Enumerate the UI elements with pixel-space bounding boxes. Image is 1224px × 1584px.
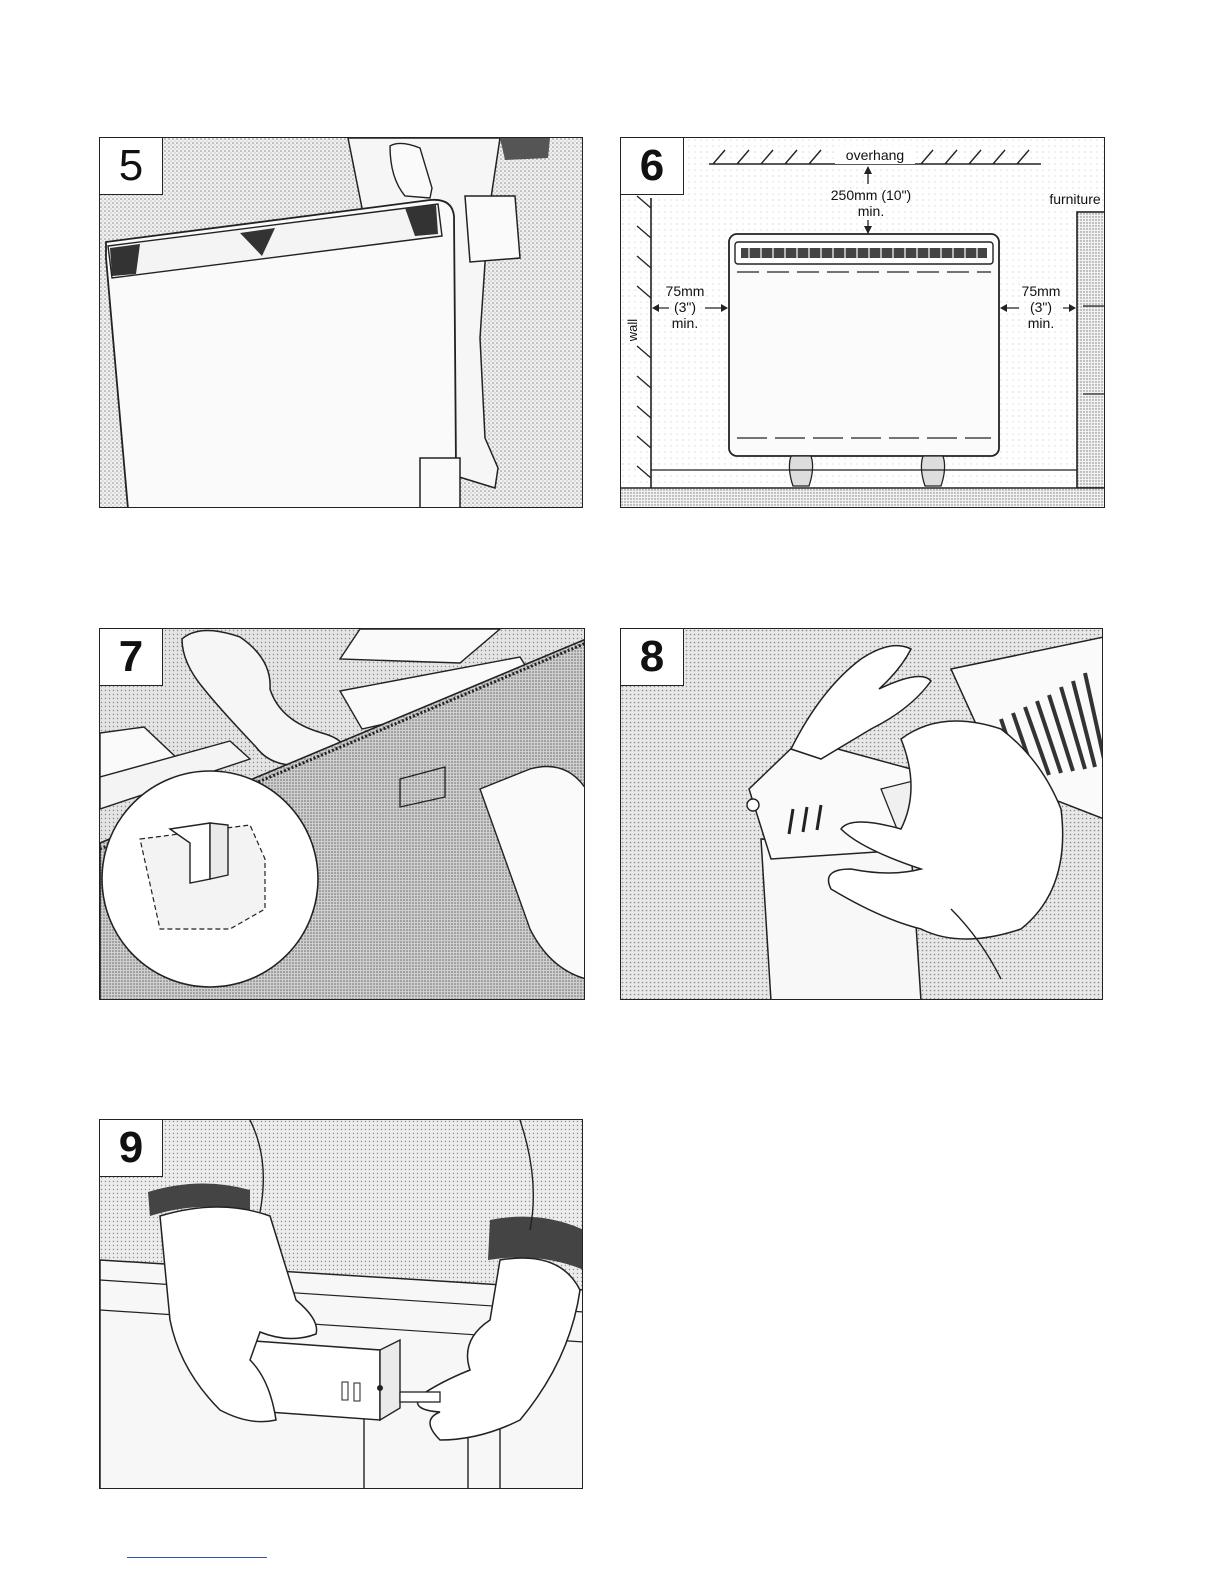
heater-lift-illustration — [100, 138, 583, 508]
right-clearance-label: 75mm — [1022, 283, 1061, 299]
left-clearance-label: 75mm — [666, 283, 705, 299]
illustration-step-9: 9 — [99, 1119, 583, 1489]
right-clearance-min-label: min. — [1028, 315, 1054, 331]
top-clearance-min-label: min. — [858, 203, 884, 219]
heater-fitting-illustration — [621, 629, 1103, 1000]
step-number-8: 8 — [621, 629, 684, 686]
cover-fixing-illustration — [100, 1120, 583, 1489]
overhang-label: overhang — [846, 147, 904, 163]
step-number-5: 5 — [100, 138, 163, 195]
bracket-detail-illustration — [100, 629, 585, 1000]
wall-label: wall — [625, 319, 640, 343]
clearance-diagram: overhang 250mm (10") min. wall 75mm (3")… — [621, 138, 1105, 508]
top-clearance-label: 250mm (10") — [831, 187, 911, 203]
right-clearance-inches-label: (3") — [1030, 299, 1052, 315]
furniture-label: furniture — [1049, 191, 1101, 207]
left-clearance-inches-label: (3") — [674, 299, 696, 315]
illustration-step-5: 5 — [99, 137, 583, 508]
illustration-step-6-clearances: overhang 250mm (10") min. wall 75mm (3")… — [620, 137, 1105, 508]
illustration-step-7: 7 — [99, 628, 585, 1000]
footer-rule — [127, 1557, 267, 1558]
left-clearance-min-label: min. — [672, 315, 698, 331]
step-number-7: 7 — [100, 629, 163, 686]
step-number-9: 9 — [100, 1120, 163, 1177]
step-number-6: 6 — [621, 138, 684, 195]
illustration-step-8: 8 — [620, 628, 1103, 1000]
